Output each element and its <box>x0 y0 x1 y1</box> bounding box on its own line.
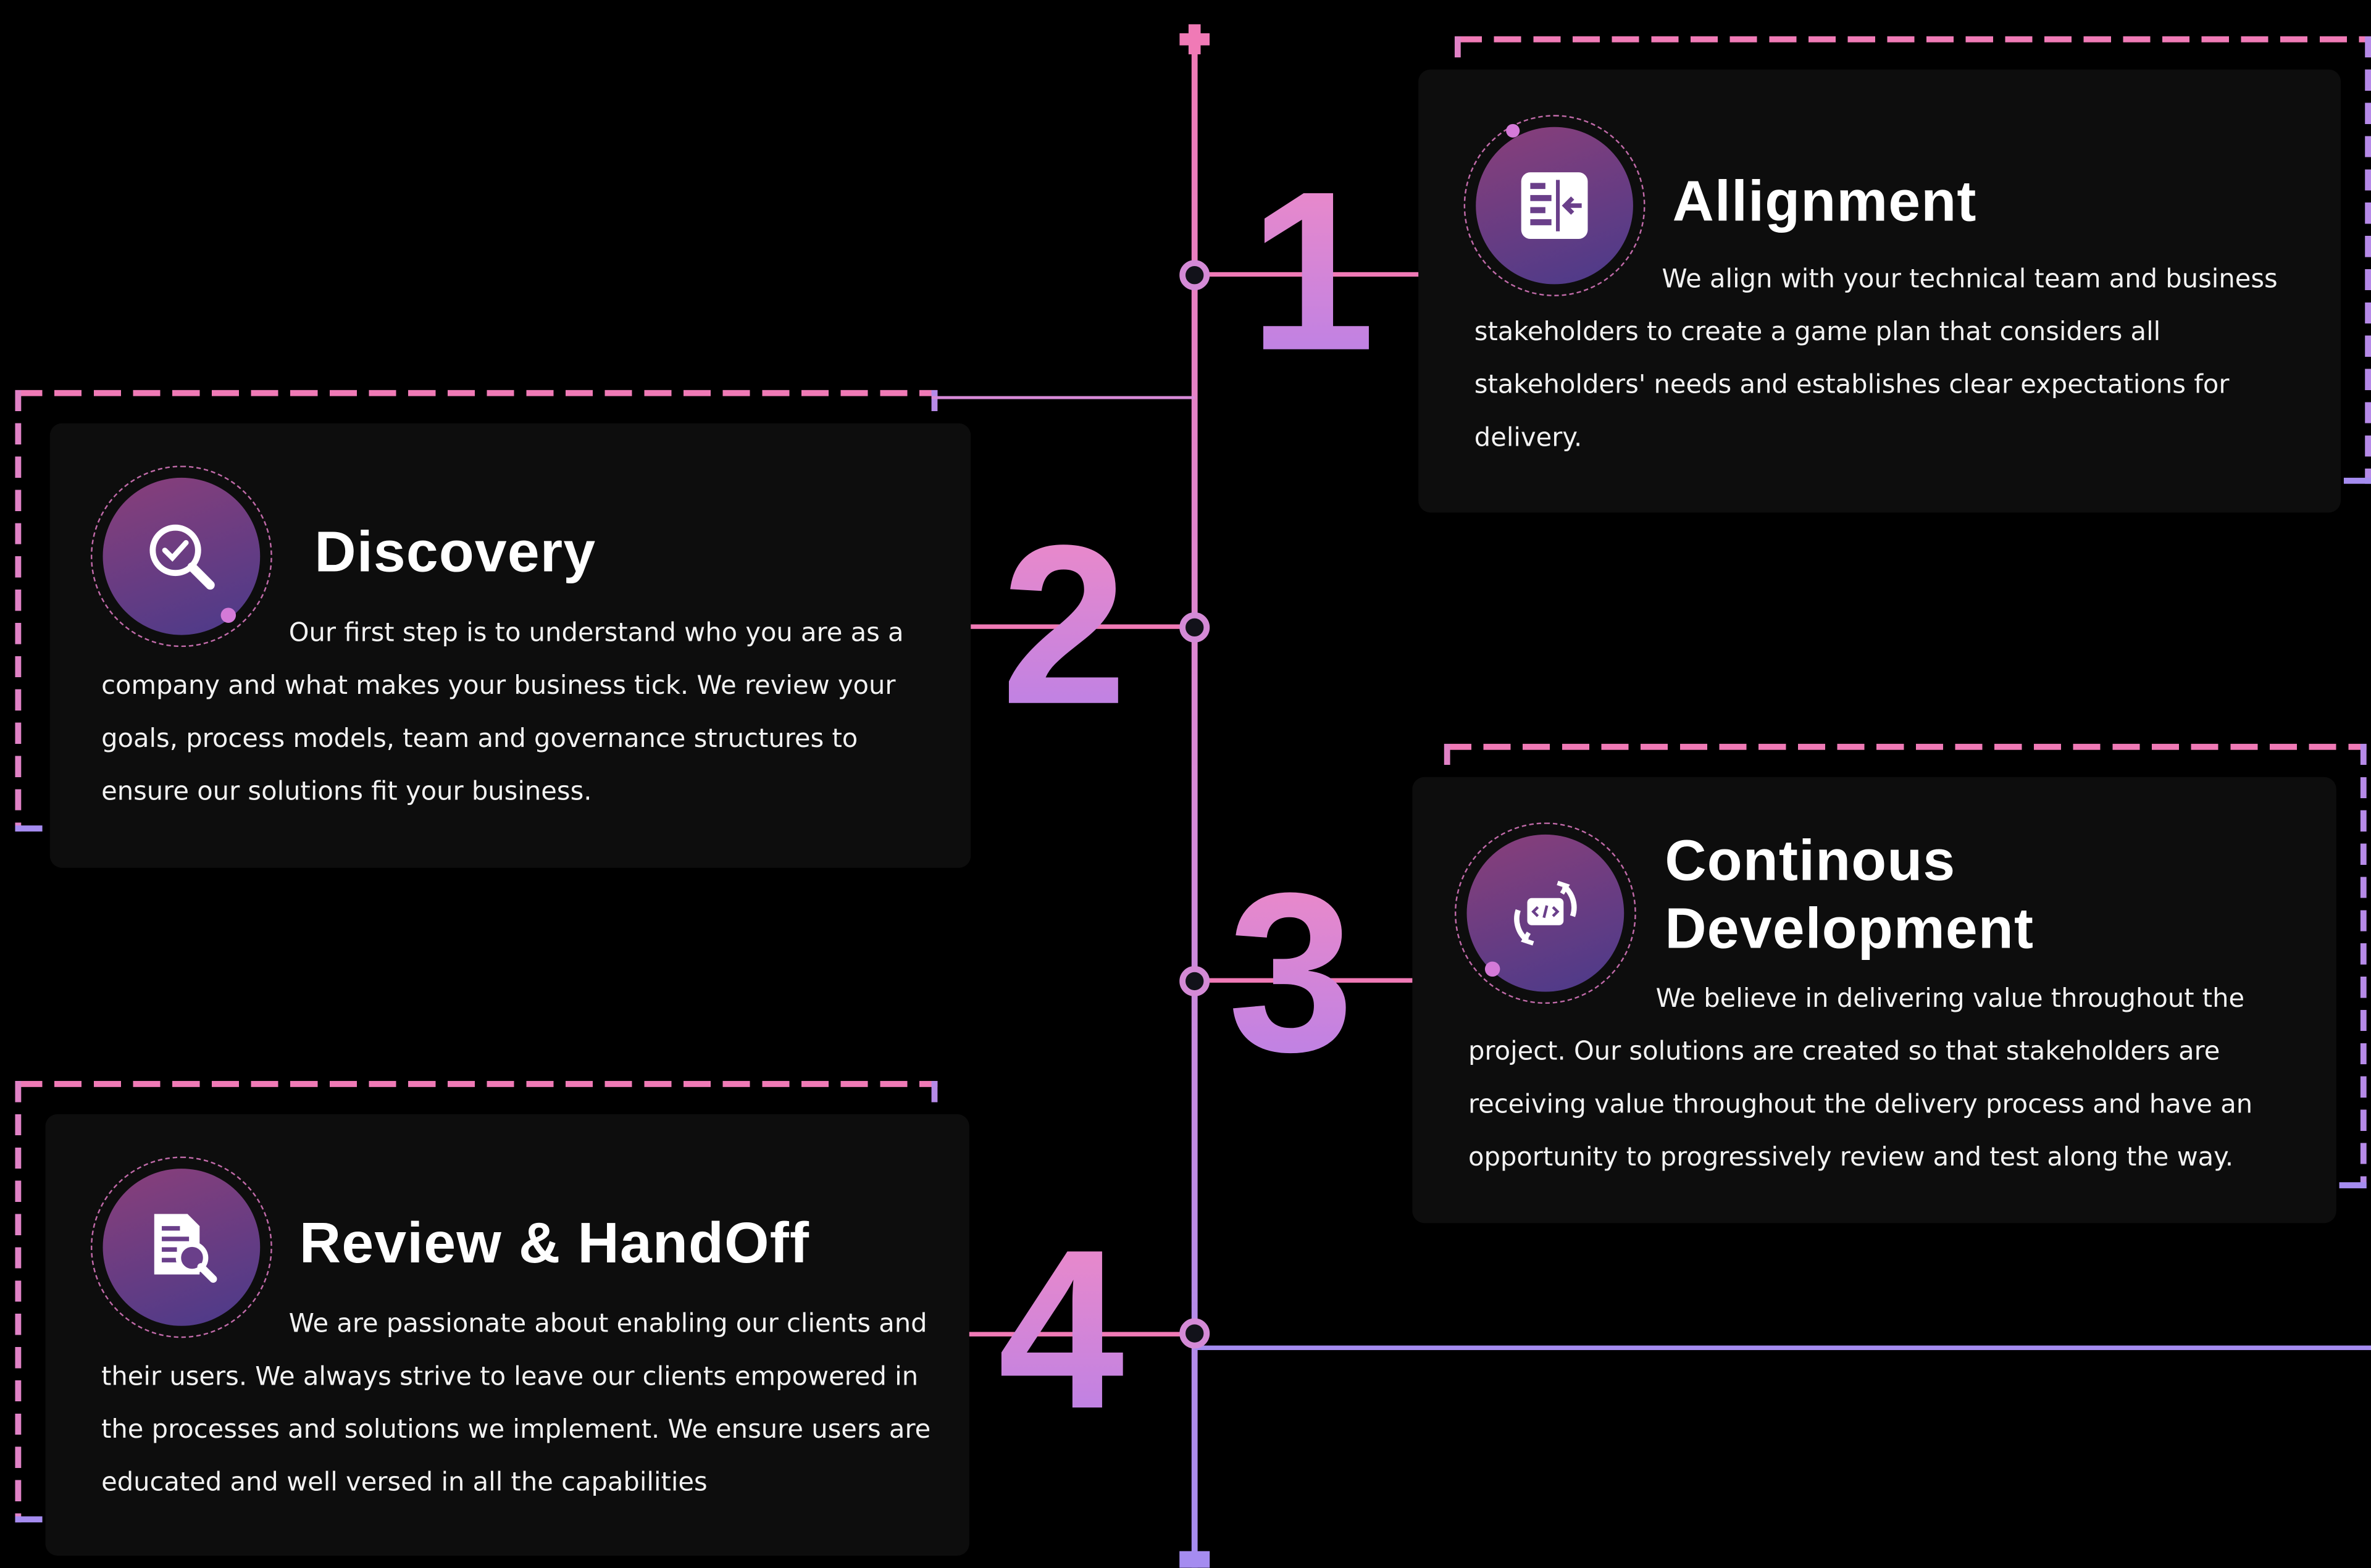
step-4-icon-badge <box>90 1156 272 1338</box>
step-2-frame <box>15 390 938 832</box>
step-3-number: 3 <box>1227 844 1354 1099</box>
step-2-connector <box>968 624 1195 629</box>
step-3-title: Continous Development <box>1665 830 2034 962</box>
step-3-icon-badge <box>1454 822 1636 1004</box>
step-4-card: Review & HandOff We are passionate about… <box>45 1114 969 1556</box>
step-4-tail-line <box>1194 1345 2371 1350</box>
timeline-start-cap <box>1179 24 1210 55</box>
step-2-description: Our first step is to understand who you … <box>101 618 904 807</box>
step-4-number: 4 <box>998 1201 1124 1456</box>
step-2-icon-badge <box>90 465 272 648</box>
step-1-frame <box>1454 36 2371 484</box>
step-4-title: Review & HandOff <box>299 1212 810 1276</box>
magnifier-check-icon <box>149 524 215 590</box>
step-2-frame-link <box>931 396 1195 399</box>
document-search-icon <box>154 1214 217 1283</box>
step-1-connector <box>1194 272 1422 277</box>
step-3-connector <box>1194 978 1416 983</box>
timeline-end-cap <box>1179 1551 1210 1568</box>
step-1-title: Allignment <box>1672 170 1977 235</box>
step-3-card: Continous Development We believe in deli… <box>1412 777 2336 1224</box>
step-1-card: Allignment We align with your technical … <box>1418 69 2341 513</box>
step-3-description: We believe in delivering value throughou… <box>1468 984 2253 1174</box>
step-3-frame <box>1444 743 2367 1188</box>
timeline-spine <box>1191 30 1198 1568</box>
step-2-node <box>1179 612 1210 643</box>
step-4-connector <box>968 1332 1195 1337</box>
step-2-card: Discovery Our first step is to understan… <box>49 423 971 868</box>
step-4-frame <box>15 1081 938 1523</box>
step-1-icon-badge <box>1463 115 1645 297</box>
step-3-node <box>1179 965 1210 996</box>
step-2-number: 2 <box>1001 497 1127 752</box>
code-cycle-icon <box>1514 880 1577 946</box>
step-1-description: We align with your technical team and bu… <box>1474 264 2278 454</box>
step-1-number: 1 <box>1248 143 1376 398</box>
align-panel-icon <box>1521 172 1588 239</box>
step-1-node <box>1179 260 1210 291</box>
step-2-title: Discovery <box>314 521 596 585</box>
step-4-description: We are passionate about enabling our cli… <box>101 1309 931 1498</box>
step-4-node <box>1179 1318 1210 1349</box>
